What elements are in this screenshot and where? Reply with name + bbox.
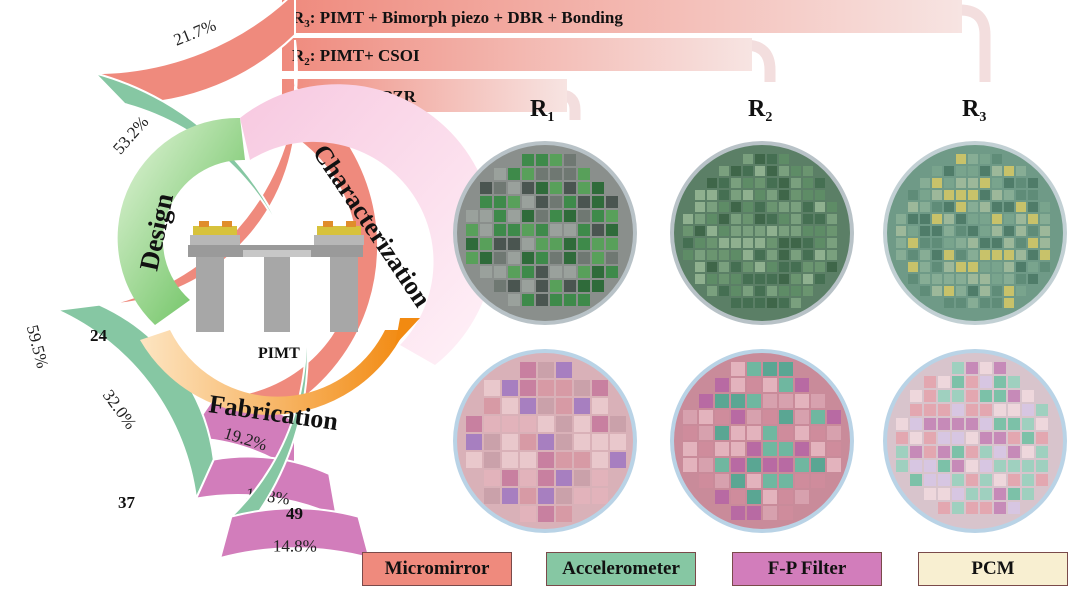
wafer-header-r2: R2 [748, 96, 772, 125]
wafer-layout-r3 [883, 349, 1067, 533]
route-label-r2: R2: PIMT+ CSOI [292, 46, 420, 68]
pimt-label: PIMT [258, 345, 300, 362]
ring-r2-segment-1 [53, 303, 215, 503]
cycle-design-arc [117, 117, 245, 325]
ring-r3-label-1: 59.5% [23, 323, 52, 370]
legend-fp-filter: F-P Filter [732, 552, 882, 586]
wafer-photo-r3 [883, 141, 1067, 325]
wafer-photo-r2 [670, 141, 854, 325]
total-r3: 49 [286, 504, 303, 523]
legend-accelerometer: Accelerometer [546, 552, 696, 586]
ring-r2-label-0: 53.2% [109, 112, 152, 158]
route-band-r2 [282, 38, 752, 71]
cycle-fabrication-arc [140, 330, 405, 415]
total-r1: 24 [90, 326, 108, 345]
wafer-photo-r1 [453, 141, 637, 325]
route-label-r3: R3: PIMT + Bimorph piezo + DBR + Bonding [292, 8, 623, 30]
wafer-layout-r1 [453, 349, 637, 533]
ring-r2-label-1: 32.0% [99, 386, 140, 433]
ring-r3-label-0: 21.7% [171, 15, 219, 49]
route-band-r3 [282, 0, 962, 33]
cycle-characterization-arc [240, 84, 495, 365]
wafer-header-r3: R3 [962, 96, 986, 125]
wafer-header-r1: R1 [530, 96, 554, 125]
ring-r3-segment-2 [218, 507, 371, 560]
wafer-headers: R1 R2 R3 [530, 96, 986, 125]
ring-r3-label-2: 14.8% [273, 536, 317, 555]
wafer-images [453, 141, 1067, 533]
pimt-device-icon: PIMT [188, 221, 364, 362]
total-r2: 37 [118, 493, 136, 512]
wafer-layout-r2 [670, 349, 854, 533]
legend-micromirror: Micromirror [362, 552, 512, 586]
legend-pcm: PCM [918, 552, 1068, 586]
